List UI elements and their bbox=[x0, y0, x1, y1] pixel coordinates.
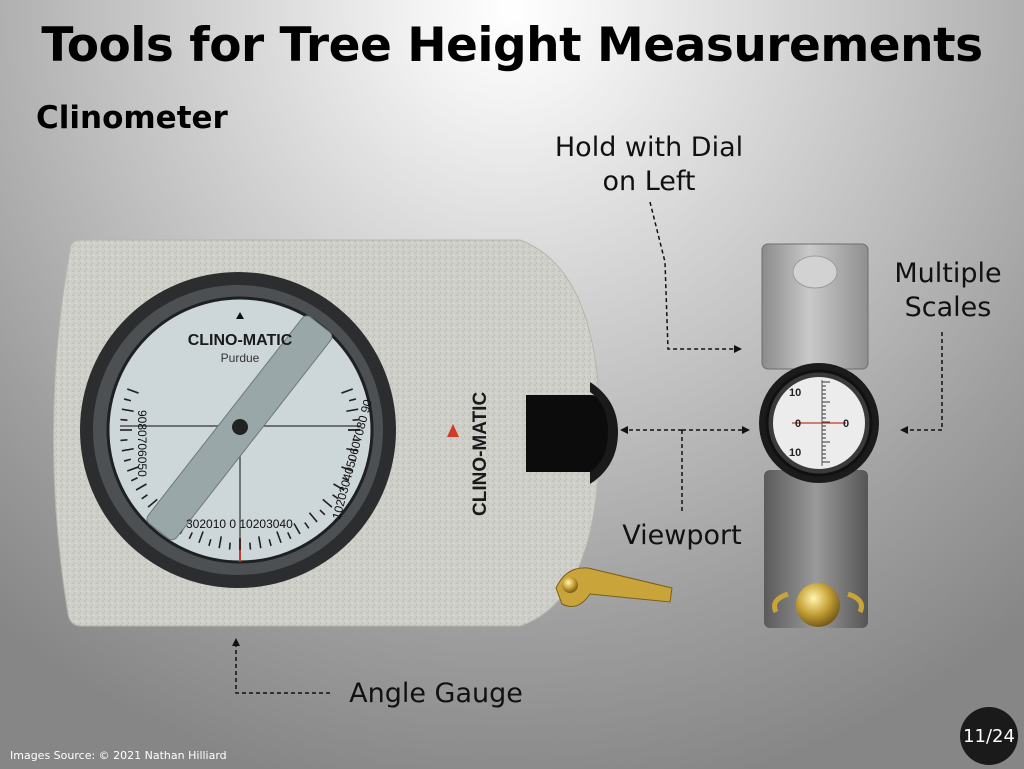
red-marker bbox=[447, 424, 459, 437]
hold-dial-arrow bbox=[649, 201, 736, 350]
page-number-badge: 11/24 bbox=[960, 707, 1018, 765]
dial-tick bbox=[333, 483, 345, 491]
dial-tick bbox=[293, 523, 301, 535]
scales-arrow bbox=[906, 332, 943, 431]
dial-tick bbox=[121, 447, 134, 452]
dial-tick bbox=[276, 531, 282, 544]
dial-tick bbox=[319, 509, 326, 516]
body-brand-label: CLINO-MATIC bbox=[470, 392, 491, 516]
lens-scale-mid: 0 bbox=[795, 418, 801, 430]
dial-tick bbox=[346, 447, 359, 452]
side-view-bottom-body bbox=[764, 470, 868, 628]
dial-tick bbox=[120, 439, 128, 442]
image-source-credit: Images Source: © 2021 Nathan Hilliard bbox=[10, 749, 227, 762]
dial-tick bbox=[249, 542, 252, 550]
dial-tick bbox=[188, 532, 193, 540]
dial-tick bbox=[208, 538, 212, 547]
dial-pivot bbox=[232, 419, 248, 435]
dial-tick bbox=[348, 398, 357, 402]
dial-tick bbox=[198, 531, 204, 544]
dial-tick bbox=[126, 388, 139, 394]
dial-tick bbox=[268, 538, 272, 547]
dial-tick bbox=[121, 408, 134, 413]
dial-tick bbox=[348, 458, 357, 462]
side-view-top-bubble bbox=[792, 255, 838, 289]
side-view-knob bbox=[796, 583, 840, 627]
side-view-top-body bbox=[762, 244, 868, 369]
multiple-scales-label-line2: Scales bbox=[904, 292, 992, 323]
dial-bottom-scale: 302010 0 10203040 bbox=[186, 517, 293, 531]
dial-tick bbox=[352, 439, 360, 442]
slide-title: Tools for Tree Height Measurements bbox=[41, 18, 983, 73]
lens-scale-bottom: 10 bbox=[789, 447, 801, 459]
dial-tick bbox=[257, 536, 262, 549]
dial-tick bbox=[342, 477, 350, 482]
slide-subtitle: Clinometer bbox=[36, 100, 228, 136]
dial-tick bbox=[341, 388, 354, 394]
lens-scale-top: 10 bbox=[789, 387, 801, 399]
lens-ticks bbox=[822, 381, 830, 463]
hold-dial-label: Hold with Dial on Left bbox=[538, 131, 760, 199]
hold-dial-label-line1: Hold with Dial bbox=[554, 132, 744, 163]
dial-tick bbox=[218, 536, 223, 549]
dial-tick bbox=[141, 494, 148, 500]
dial-tick bbox=[120, 418, 128, 421]
dial-tick bbox=[228, 542, 231, 550]
multiple-scales-label-line1: Multiple bbox=[894, 258, 1002, 289]
dial-tick bbox=[147, 498, 158, 508]
dial-tick bbox=[332, 494, 339, 500]
dial-tick bbox=[123, 458, 132, 462]
dial-tick bbox=[123, 398, 132, 402]
brass-lever bbox=[555, 567, 673, 607]
dial-tick bbox=[130, 477, 138, 482]
angle-gauge-label: Angle Gauge bbox=[349, 678, 523, 709]
viewport-eyepiece bbox=[526, 395, 615, 472]
dial-maker-label: Purdue bbox=[221, 351, 260, 365]
dial-tick bbox=[346, 408, 359, 413]
dial-tick bbox=[126, 466, 139, 472]
dial-tick bbox=[308, 512, 318, 523]
dial-tick bbox=[287, 532, 292, 540]
dial-tick bbox=[304, 522, 310, 529]
hold-dial-label-line2: on Left bbox=[602, 166, 696, 197]
dial-brand-label: CLINO-MATIC bbox=[188, 332, 293, 349]
dial-tick bbox=[135, 483, 147, 491]
dial-tick bbox=[352, 418, 360, 421]
multiple-scales-label: Multiple Scales bbox=[880, 257, 1016, 325]
callout-arrows bbox=[235, 201, 943, 694]
dial-left-scale: 9080706050 bbox=[135, 410, 149, 477]
dial-tick bbox=[341, 466, 354, 472]
viewport-label: Viewport bbox=[622, 520, 742, 551]
dial-tick bbox=[322, 498, 333, 508]
angle-gauge-arrow bbox=[235, 644, 330, 694]
lens-scale-right: 0 bbox=[843, 418, 849, 430]
